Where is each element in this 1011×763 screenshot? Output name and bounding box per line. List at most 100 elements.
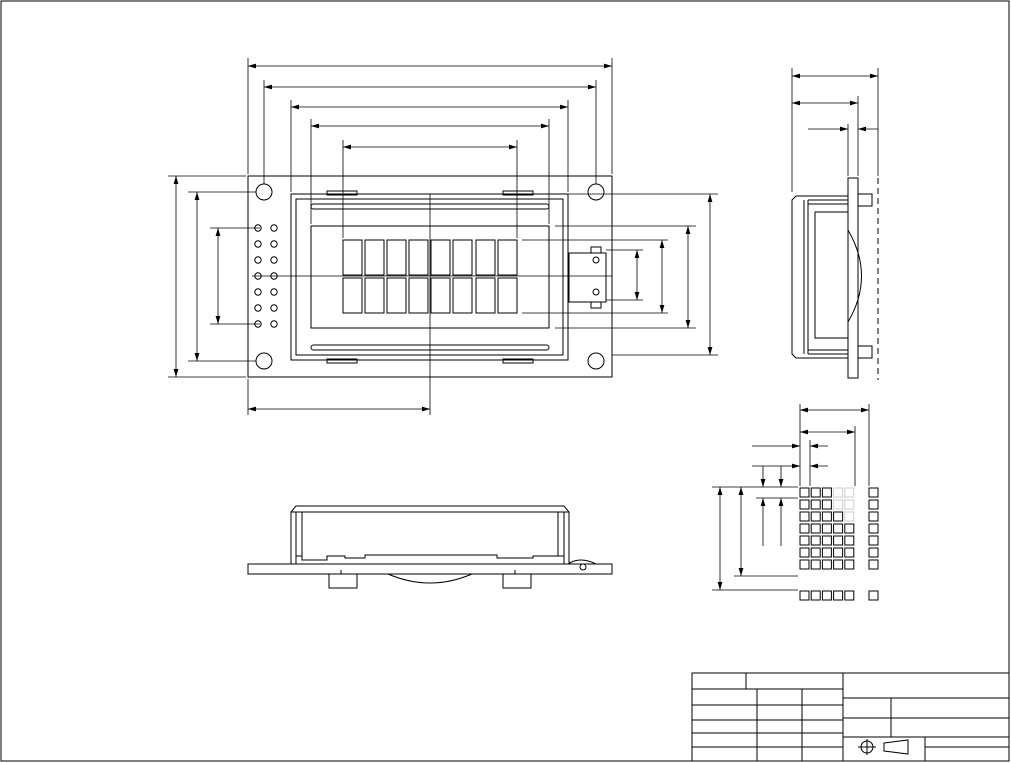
tab-bottom-right xyxy=(502,358,534,364)
dot-cell xyxy=(810,547,821,558)
dot-cell xyxy=(844,547,855,558)
dot-cell xyxy=(821,487,832,498)
dot-cell xyxy=(844,511,855,522)
bottom-pcb xyxy=(247,563,613,575)
side-backlight-curve xyxy=(847,229,862,323)
pin-hole xyxy=(270,288,278,296)
cursor-cell xyxy=(821,590,832,601)
dot-cell xyxy=(833,523,844,534)
dot-cell xyxy=(833,535,844,546)
mounting-hole-tr xyxy=(587,183,605,201)
mounting-hole-bl xyxy=(255,352,273,370)
dot-cell xyxy=(833,559,844,570)
dot-cell xyxy=(821,499,832,510)
front-view-dimensions xyxy=(168,58,718,415)
side-view xyxy=(791,177,879,380)
connector-hole-top xyxy=(592,256,600,264)
char-cell xyxy=(386,239,407,276)
bottom-body xyxy=(290,505,570,564)
bottom-leg-left xyxy=(328,573,358,589)
tab-top-right xyxy=(502,190,534,196)
pin-hole xyxy=(270,304,278,312)
side-glass xyxy=(814,211,849,339)
dot-cell xyxy=(868,487,879,498)
pin-hole xyxy=(254,240,262,248)
dot-cell xyxy=(833,547,844,558)
dot-cell xyxy=(868,499,879,510)
tab-top-left xyxy=(326,190,358,196)
dot-cell xyxy=(799,523,810,534)
dot-cell xyxy=(810,499,821,510)
dot-cell xyxy=(821,523,832,534)
projection-symbol-icon xyxy=(858,739,909,755)
bezel-outer xyxy=(290,193,569,361)
dot-cell xyxy=(799,487,810,498)
dot-cell xyxy=(799,499,810,510)
char-cell xyxy=(408,239,429,276)
dot-cell xyxy=(844,523,855,534)
char-cell xyxy=(342,277,363,314)
char-cell xyxy=(342,239,363,276)
character-detail-dimensions xyxy=(712,404,870,591)
bottom-leg-right xyxy=(502,573,532,589)
side-view-dimensions xyxy=(791,68,879,192)
dot-cell xyxy=(821,535,832,546)
dot-cell xyxy=(810,523,821,534)
dot-cell xyxy=(833,487,844,498)
connector-pin-bottom xyxy=(590,301,602,309)
dot-cell xyxy=(868,559,879,570)
title-block xyxy=(691,672,1010,762)
dot-cell xyxy=(821,511,832,522)
char-cell xyxy=(364,239,385,276)
side-pcb xyxy=(847,177,859,379)
char-cell xyxy=(430,239,451,276)
cursor-cell xyxy=(833,590,844,601)
char-cell xyxy=(497,239,518,276)
pin-hole xyxy=(254,304,262,312)
cursor-cell xyxy=(810,590,821,601)
dot-cell xyxy=(799,535,810,546)
char-cell xyxy=(475,277,496,314)
side-tab-top xyxy=(857,193,873,207)
cursor-cell xyxy=(799,590,810,601)
dot-cell xyxy=(833,499,844,510)
dot-cell xyxy=(844,499,855,510)
char-cell xyxy=(386,277,407,314)
cursor-cell xyxy=(868,590,879,601)
dot-cell xyxy=(868,535,879,546)
cursor-cell xyxy=(844,590,855,601)
mounting-hole-tl xyxy=(255,183,273,201)
bezel-inner xyxy=(295,198,564,356)
char-cell xyxy=(408,277,429,314)
dot-cell xyxy=(844,559,855,570)
dot-cell xyxy=(799,559,810,570)
dot-cell xyxy=(799,547,810,558)
char-cell xyxy=(497,277,518,314)
bottom-backlight-curve xyxy=(387,573,473,584)
connector-pin-top xyxy=(590,246,602,254)
dot-cell xyxy=(821,547,832,558)
dot-cell xyxy=(868,511,879,522)
pin-hole xyxy=(270,240,278,248)
char-cell xyxy=(452,239,473,276)
pin-hole xyxy=(270,224,278,232)
character-cells xyxy=(342,239,518,314)
pin-hole xyxy=(254,256,262,264)
char-cell xyxy=(452,277,473,314)
dot-cell xyxy=(868,523,879,534)
pin-hole xyxy=(270,256,278,264)
pin-hole xyxy=(270,320,278,328)
dot-cell xyxy=(833,511,844,522)
side-connector xyxy=(568,252,607,303)
dot-cell xyxy=(868,547,879,558)
char-cell xyxy=(430,277,451,314)
bottom-view xyxy=(247,505,613,589)
character-detail xyxy=(799,487,879,601)
side-tab-bottom xyxy=(857,345,873,359)
mounting-hole-br xyxy=(587,352,605,370)
char-cell xyxy=(475,239,496,276)
pin-hole xyxy=(254,288,262,296)
dot-cell xyxy=(821,559,832,570)
